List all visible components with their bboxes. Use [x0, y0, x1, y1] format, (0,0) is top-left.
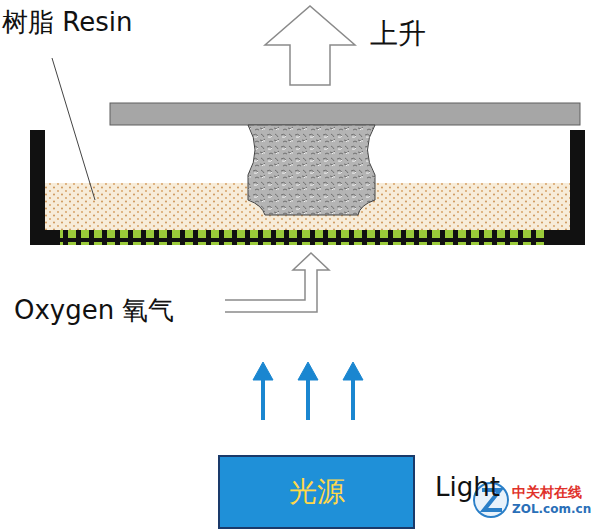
part-label: 树脂 Resin — [2, 8, 132, 38]
gas-label: Oxygen 氧气 — [14, 296, 174, 326]
build-plate — [110, 103, 580, 125]
box-title: 光源 — [289, 476, 345, 508]
vat-wall — [30, 230, 60, 245]
box-heading: Light — [435, 473, 500, 503]
motion-label: 上升 — [370, 18, 426, 50]
printed-part — [248, 125, 375, 215]
vat-wall — [30, 130, 45, 245]
oxygen-arrow — [225, 253, 329, 312]
vat-wall — [570, 130, 585, 245]
leader-line — [52, 58, 95, 200]
watermark-text: 中关村在线 — [512, 484, 582, 500]
light-arrows — [253, 362, 363, 420]
light-source-box: 光源 — [218, 455, 415, 529]
lift-arrow — [265, 6, 355, 85]
watermark-text: ZOL.com.cn — [512, 503, 591, 517]
oxygen-window — [60, 230, 548, 245]
vat-wall — [548, 230, 585, 245]
